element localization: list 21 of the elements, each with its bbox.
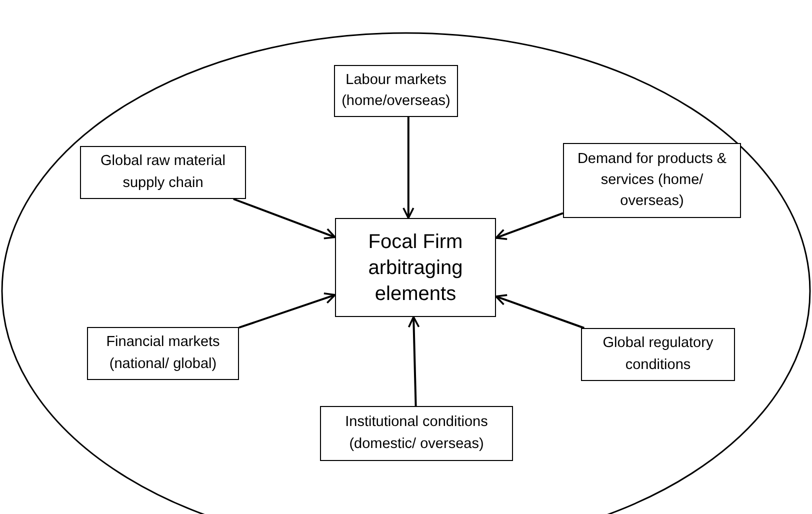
arrow xyxy=(238,292,336,329)
box-label: Focal Firm arbitraging elements xyxy=(367,230,464,306)
factor-box xyxy=(334,65,458,117)
arrow xyxy=(408,316,420,406)
box-label: Institutional conditions (domestic/ overseas) xyxy=(344,413,489,454)
box-label: Global regulatory conditions xyxy=(602,334,714,374)
box-label: Labour markets (home/overseas) xyxy=(340,70,452,111)
arrow xyxy=(495,294,584,329)
ellipse-outline xyxy=(1,33,811,514)
arrow xyxy=(495,212,564,240)
factor-box xyxy=(80,146,246,199)
arrow xyxy=(233,198,336,240)
central-box xyxy=(335,218,496,317)
factor-box xyxy=(87,327,239,380)
factor-box xyxy=(581,328,735,381)
box-label: Financial markets (national/ global) xyxy=(105,333,221,374)
factor-box xyxy=(563,143,741,218)
box-label: Global raw material supply chain xyxy=(100,152,226,192)
arrow xyxy=(402,117,414,219)
box-label: Demand for products & services (home/ overseas) xyxy=(576,150,728,211)
factor-box xyxy=(320,406,513,461)
